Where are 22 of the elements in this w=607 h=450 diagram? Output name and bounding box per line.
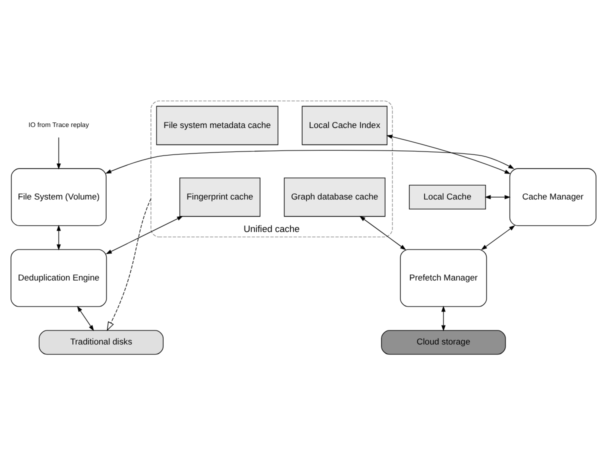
arrow bbox=[481, 225, 516, 250]
arrow bbox=[56, 224, 61, 250]
arrow bbox=[77, 306, 94, 332]
arrow bbox=[386, 134, 511, 174]
node-box: Local Cache Index bbox=[302, 106, 388, 146]
arrow bbox=[56, 137, 61, 170]
arrow bbox=[359, 216, 406, 250]
node-box: Deduplication Engine bbox=[10, 249, 107, 307]
node-box: Local Cache bbox=[408, 184, 486, 210]
arrow bbox=[106, 216, 184, 254]
arrow bbox=[106, 198, 152, 332]
node-box: Fingerprint cache bbox=[179, 178, 260, 217]
node-box: Cloud storage bbox=[381, 330, 506, 355]
node-box: File System (Volume) bbox=[10, 168, 106, 226]
arrow bbox=[484, 195, 511, 200]
node-box: Cache Manager bbox=[509, 168, 596, 226]
arrow bbox=[105, 150, 514, 174]
node-box: Prefetch Manager bbox=[400, 249, 487, 307]
arrow bbox=[441, 306, 446, 332]
node-box: Graph database cache bbox=[284, 178, 386, 217]
node-box: File system metadata cache bbox=[156, 106, 278, 146]
node-box: Traditional disks bbox=[38, 330, 164, 355]
